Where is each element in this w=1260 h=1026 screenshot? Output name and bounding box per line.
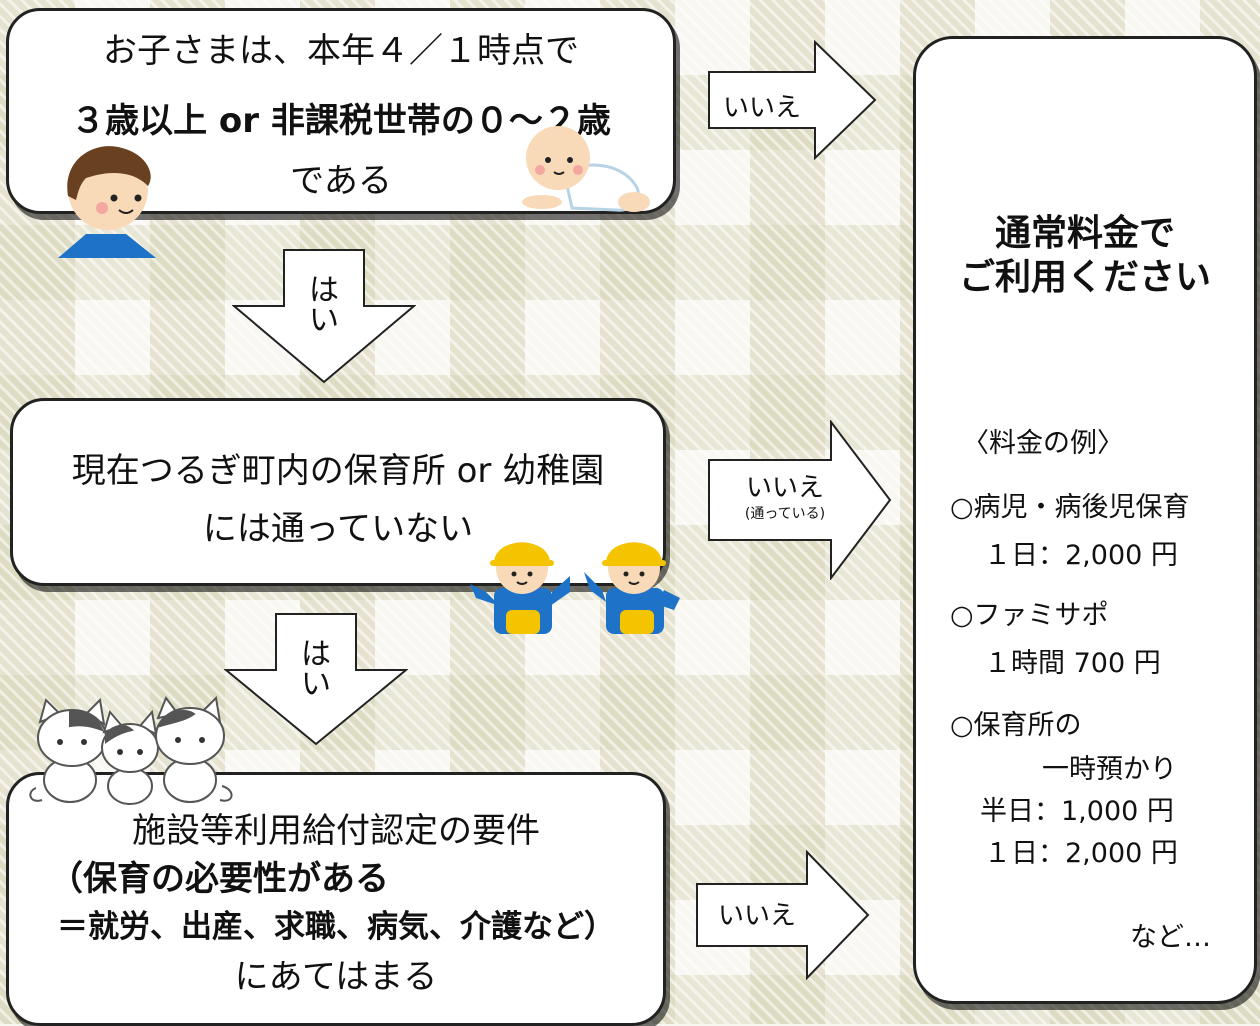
yes-label-2: は い (292, 640, 340, 700)
cats-illustration (29, 696, 233, 805)
yes-label-1-char2: い (309, 303, 339, 338)
question1-line1: お子さまは、本年４／１時点で (103, 31, 579, 71)
yes-label-2-char1: は (301, 637, 331, 672)
question1-line3: である (290, 161, 392, 201)
result-title-line2: ご利用ください (958, 257, 1211, 298)
no-label-1: いいえ (722, 93, 801, 123)
example-nursery-price-full: １日：2,000 円 (984, 838, 1178, 869)
yes-label-2-char2: い (301, 667, 331, 702)
examples-etc: など… (1130, 922, 1211, 953)
no-arrow-1 (708, 40, 877, 160)
question-box-requirements: 施設等利用給付認定の要件 （保育の必要性がある ＝就労、出産、求職、病気、介護な… (6, 772, 666, 1026)
no-arrow-2 (708, 420, 892, 580)
no-label-2: いいえ (745, 473, 824, 503)
yes-label-1: は い (300, 276, 348, 336)
question3-line3: ＝就労、出産、求職、病気、介護など） (57, 909, 615, 945)
example-family-support-price: １時間 700 円 (984, 648, 1161, 679)
no-label-3: いいえ (717, 901, 796, 931)
example-family-support: ○ファミサポ (950, 600, 1109, 631)
result-box: 通常料金で ご利用ください 〈料金の例〉 ○病児・病後児保育 １日：2,000 … (913, 36, 1257, 1004)
example-sick-child-care: ○病児・病後児保育 (950, 492, 1190, 523)
question3-line2: （保育の必要性がある (49, 859, 389, 899)
question2-line2: には通っていない (202, 509, 474, 549)
question2-line1: 現在つるぎ町内の保育所 or 幼稚園 (71, 451, 605, 491)
question3-line1: 施設等利用給付認定の要件 (132, 811, 540, 851)
example-sick-child-care-price: １日：2,000 円 (984, 540, 1178, 571)
example-nursery-price-half: 半日：1,000 円 (980, 796, 1174, 827)
yes-label-1-char1: は (309, 273, 339, 308)
example-nursery: ○保育所の (950, 710, 1082, 741)
example-nursery-temp: 一時預かり (1042, 754, 1177, 785)
kindergarten-kids-illustration (470, 542, 680, 634)
examples-heading: 〈料金の例〉 (962, 428, 1124, 459)
no-label-2-note: (通っている) (744, 506, 826, 522)
baby-illustration (522, 126, 650, 212)
question1-line2: ３歳以上 or 非課税世帯の０～２歳 (71, 101, 611, 141)
yes-arrow-2 (224, 613, 408, 746)
question3-line4: にあてはまる (234, 957, 438, 997)
yes-arrow-1 (232, 249, 416, 384)
no-arrow-3 (696, 850, 870, 980)
question-box-enrollment: 現在つるぎ町内の保育所 or 幼稚園 には通っていない (10, 398, 666, 586)
boy-illustration (58, 146, 156, 258)
result-title-line1: 通常料金で (994, 213, 1175, 254)
